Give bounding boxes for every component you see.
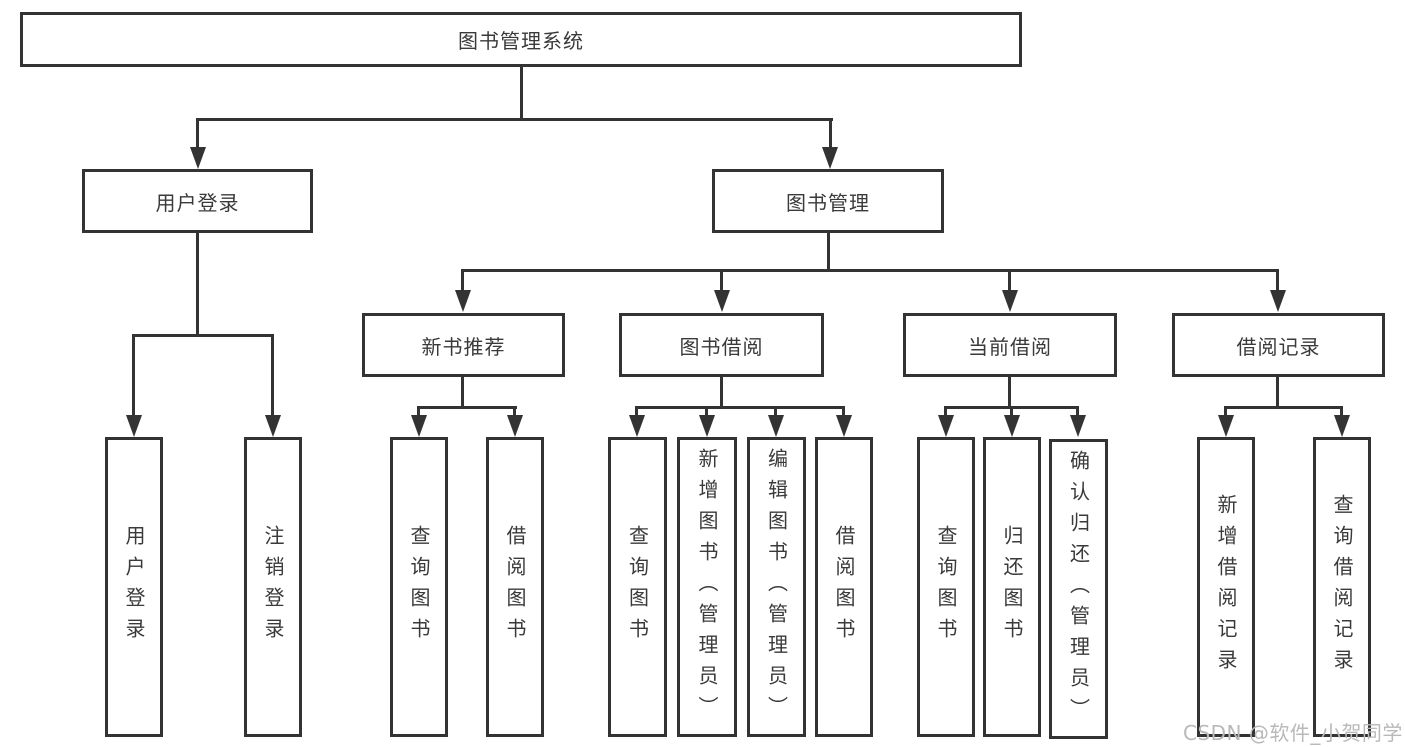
- leaf-query-books-current-label: 查询图书: [934, 525, 958, 649]
- connector-line: [132, 334, 274, 337]
- leaf-query-borrow-record: 查询借阅记录: [1313, 437, 1371, 737]
- leaf-query-books-recommend: 查询图书: [390, 437, 448, 737]
- connector-line: [1276, 375, 1279, 409]
- node-current-borrow-label: 当前借阅: [968, 334, 1052, 359]
- connector-line: [1224, 406, 1227, 416]
- leaf-add-book-admin: 新增图书（管理员）: [677, 437, 737, 737]
- connector-line: [461, 269, 1279, 272]
- leaf-query-books-recommend-label: 查询图书: [407, 525, 431, 649]
- arrow-head: [1004, 415, 1020, 437]
- connector-line: [944, 406, 947, 416]
- connector-line: [827, 231, 830, 272]
- connector-line: [774, 406, 777, 416]
- leaf-logout-label: 注销登录: [261, 525, 285, 649]
- leaf-edit-book-admin-label: 编辑图书（管理员）: [764, 447, 789, 727]
- connector-line: [842, 406, 845, 416]
- node-borrow-records: 借阅记录: [1172, 313, 1385, 377]
- connector-line: [1008, 269, 1011, 292]
- arrow-head: [938, 415, 954, 437]
- leaf-borrow-books-recommend: 借阅图书: [486, 437, 544, 737]
- leaf-add-borrow-record: 新增借阅记录: [1197, 437, 1255, 737]
- connector-line: [1008, 375, 1011, 409]
- connector-line: [417, 406, 420, 416]
- leaf-add-book-admin-label: 新增图书（管理员）: [695, 447, 719, 727]
- arrow-head: [1070, 415, 1086, 437]
- watermark: CSDN @软件_小贺同学: [1183, 721, 1403, 745]
- connector-line: [829, 118, 832, 149]
- arrow-head: [768, 415, 784, 437]
- node-user-login-label: 用户登录: [155, 190, 240, 215]
- connector-line: [196, 118, 199, 149]
- connector-line: [635, 406, 845, 409]
- arrow-head: [455, 290, 471, 312]
- leaf-query-books-borrow: 查询图书: [608, 437, 667, 737]
- node-root-label: 图书管理系统: [458, 29, 584, 53]
- arrow-head: [1218, 415, 1234, 437]
- connector-line: [197, 118, 833, 121]
- connector-line: [1340, 406, 1343, 416]
- connector-line: [520, 67, 523, 121]
- leaf-borrow-books-borrow: 借阅图书: [815, 437, 873, 737]
- node-user-login: 用户登录: [82, 169, 313, 233]
- connector-line: [720, 269, 723, 292]
- connector-line: [271, 334, 274, 416]
- leaf-return-book: 归还图书: [983, 437, 1041, 737]
- leaf-borrow-books-borrow-label: 借阅图书: [832, 525, 856, 649]
- node-book-borrow-label: 图书借阅: [679, 334, 764, 359]
- arrow-head: [411, 415, 427, 437]
- connector-line: [635, 406, 638, 416]
- node-borrow-records-label: 借阅记录: [1236, 334, 1321, 359]
- connector-line: [1010, 406, 1013, 416]
- node-current-borrow: 当前借阅: [903, 313, 1117, 377]
- connector-line: [196, 231, 199, 337]
- connector-line: [461, 269, 464, 292]
- leaf-edit-book-admin: 编辑图书（管理员）: [747, 437, 806, 737]
- connector-line: [1076, 406, 1079, 416]
- node-new-book-recommend-label: 新书推荐: [421, 334, 506, 359]
- arrow-head: [190, 147, 206, 169]
- arrow-head: [265, 415, 281, 437]
- leaf-borrow-books-recommend-label: 借阅图书: [503, 525, 527, 649]
- arrow-head: [699, 415, 715, 437]
- leaf-user-login: 用户登录: [105, 437, 163, 737]
- leaf-logout: 注销登录: [244, 437, 302, 737]
- connector-line: [132, 334, 135, 416]
- arrow-head: [836, 415, 852, 437]
- leaf-query-borrow-record-label: 查询借阅记录: [1330, 494, 1354, 680]
- arrow-head: [1002, 290, 1018, 312]
- leaf-query-books-borrow-label: 查询图书: [625, 525, 650, 649]
- node-book-borrow: 图书借阅: [619, 313, 824, 377]
- leaf-confirm-return-admin: 确认归还（管理员）: [1049, 439, 1108, 739]
- leaf-query-books-current: 查询图书: [917, 437, 975, 737]
- leaf-return-book-label: 归还图书: [1000, 525, 1024, 649]
- arrow-head: [629, 415, 645, 437]
- connector-line: [705, 406, 708, 416]
- leaf-add-borrow-record-label: 新增借阅记录: [1214, 494, 1238, 680]
- leaf-user-login-label: 用户登录: [122, 525, 146, 649]
- arrow-head: [714, 290, 730, 312]
- arrow-head: [507, 415, 523, 437]
- node-book-management-label: 图书管理: [786, 190, 870, 215]
- leaf-confirm-return-admin-label: 确认归还（管理员）: [1066, 449, 1091, 729]
- connector-line: [417, 406, 517, 409]
- connector-line: [513, 406, 516, 416]
- arrow-head: [1270, 290, 1286, 312]
- connector-line: [1276, 269, 1279, 292]
- arrow-head: [126, 415, 142, 437]
- arrow-head: [1334, 415, 1350, 437]
- node-new-book-recommend: 新书推荐: [362, 313, 565, 377]
- arrow-head: [822, 147, 838, 169]
- node-book-management: 图书管理: [712, 169, 944, 233]
- node-root: 图书管理系统: [20, 12, 1022, 67]
- connector-line: [461, 375, 464, 409]
- connector-line: [720, 375, 723, 409]
- connector-line: [1224, 406, 1343, 409]
